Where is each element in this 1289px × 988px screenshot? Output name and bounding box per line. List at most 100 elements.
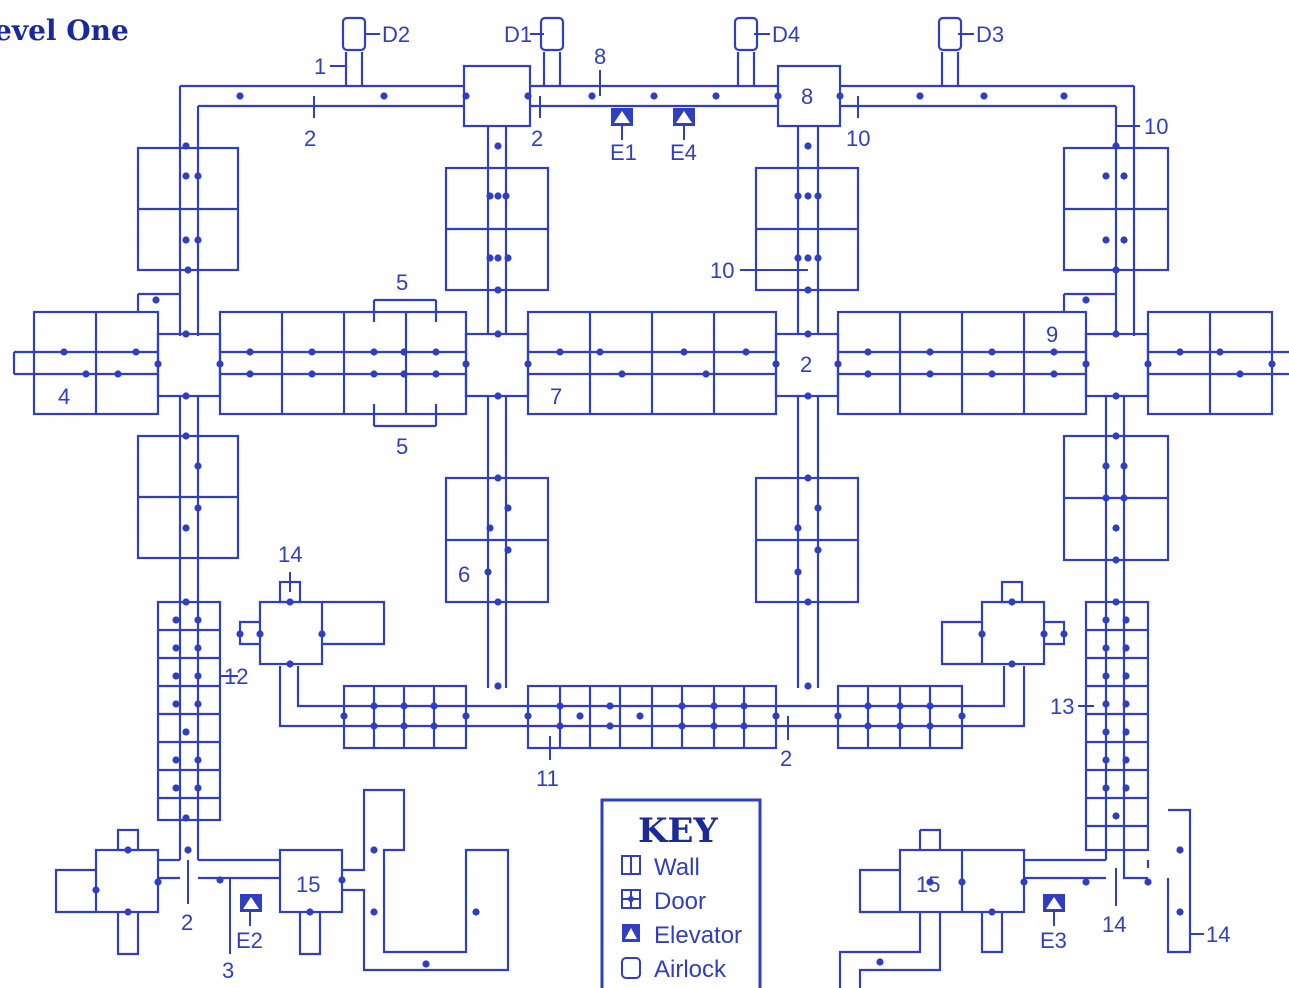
door-marker [958, 878, 966, 886]
door-marker [318, 630, 326, 638]
door-marker [702, 370, 710, 378]
door-marker [430, 702, 438, 710]
door-marker [462, 360, 470, 368]
door-marker [1112, 330, 1120, 338]
door-marker [650, 92, 658, 100]
label-area-14: 14 [1102, 912, 1126, 937]
door-marker [182, 142, 190, 150]
door-marker [256, 630, 264, 638]
label-area-5: 5 [396, 270, 408, 295]
label-area-5: 5 [396, 434, 408, 459]
door-marker [636, 712, 644, 720]
door-marker [182, 524, 190, 532]
door-marker [422, 960, 430, 968]
door-marker [286, 598, 294, 606]
door-marker [370, 702, 378, 710]
label-area-8: 8 [594, 44, 606, 69]
door-marker [370, 370, 378, 378]
door-marker [1102, 616, 1110, 624]
label-area-12: 12 [224, 664, 248, 689]
door-marker [980, 92, 988, 100]
door-marker [988, 370, 996, 378]
door-marker [1122, 784, 1130, 792]
door-marker [114, 370, 122, 378]
door-marker [1102, 494, 1110, 502]
label-area-15: 15 [916, 872, 940, 897]
door-marker [1120, 236, 1128, 244]
door-marker [172, 700, 180, 708]
door-marker [216, 360, 224, 368]
door-marker [494, 142, 502, 150]
door-marker [864, 370, 872, 378]
door-marker [182, 392, 190, 400]
airlock-icon [937, 16, 963, 52]
door-marker [494, 254, 502, 262]
label-area-9: 9 [1046, 322, 1058, 347]
door-marker [804, 192, 812, 200]
door-marker [1008, 598, 1016, 606]
door-marker [864, 722, 872, 730]
door-marker [1112, 142, 1120, 150]
door-marker [1082, 296, 1090, 304]
door-marker [1112, 266, 1120, 274]
door-marker [556, 348, 564, 356]
door-marker [618, 370, 626, 378]
label-airlock-d4: D4 [772, 22, 800, 47]
door-marker [124, 846, 132, 854]
door-marker [494, 330, 502, 338]
door-marker [742, 348, 750, 356]
door-marker [814, 192, 822, 200]
door-icon [621, 889, 641, 909]
door-marker [1176, 846, 1184, 854]
door-marker [152, 296, 160, 304]
door-marker [978, 630, 986, 638]
airlock-icon [539, 16, 565, 52]
airlock-icon [733, 16, 759, 52]
label-area-14: 14 [1206, 922, 1230, 947]
door-marker [1112, 556, 1120, 564]
door-marker [1060, 630, 1068, 638]
label-area-2: 2 [181, 910, 193, 935]
door-marker [710, 702, 718, 710]
door-marker [338, 876, 346, 884]
door-marker [1020, 878, 1028, 886]
label-area-10: 10 [846, 126, 870, 151]
door-marker [864, 348, 872, 356]
door-marker [400, 370, 408, 378]
door-marker [988, 348, 996, 356]
door-marker [680, 348, 688, 356]
door-marker [400, 348, 408, 356]
door-marker [1112, 432, 1120, 440]
door-marker [400, 722, 408, 730]
door-marker [834, 360, 842, 368]
door-marker [926, 702, 934, 710]
door-marker [1102, 756, 1110, 764]
door-marker [576, 712, 584, 720]
door-marker [1122, 616, 1130, 624]
door-marker [432, 370, 440, 378]
door-marker [494, 474, 502, 482]
door-marker [834, 712, 842, 720]
door-marker [286, 660, 294, 668]
door-marker [1120, 462, 1128, 470]
key-label-elevator: Elevator [654, 922, 742, 949]
label-area-14: 14 [278, 542, 302, 567]
door-marker [182, 236, 190, 244]
door-marker [182, 330, 190, 338]
door-marker [1112, 598, 1120, 606]
door-marker [60, 348, 68, 356]
door-marker [588, 92, 596, 100]
elevator-icons [240, 108, 1065, 912]
door-marker [494, 192, 502, 200]
label-elevator-e2: E2 [236, 928, 263, 953]
door-marker [1122, 644, 1130, 652]
door-marker [794, 254, 802, 262]
door-marker [502, 192, 510, 200]
door-marker [1236, 370, 1244, 378]
door-marker [556, 722, 564, 730]
door-marker [896, 702, 904, 710]
door-marker [430, 722, 438, 730]
door-marker [1120, 494, 1128, 502]
door-marker [1082, 360, 1090, 368]
